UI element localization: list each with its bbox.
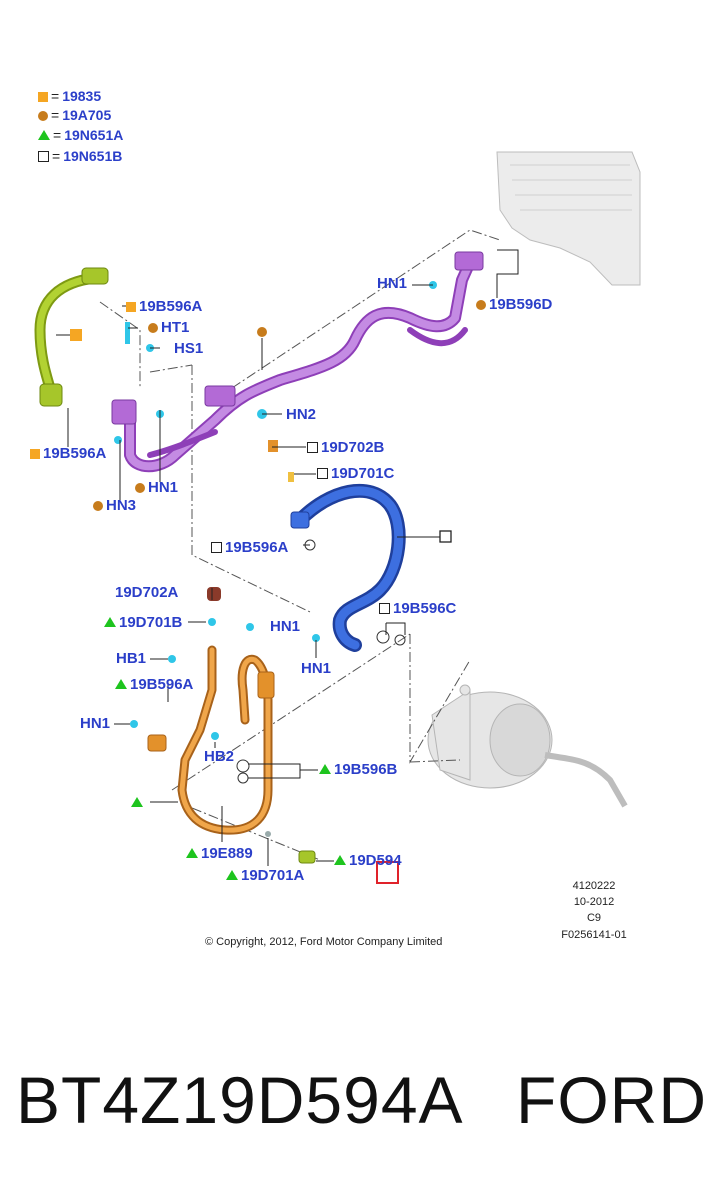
filled-circle-icon bbox=[476, 300, 486, 310]
drawing-code: C9 bbox=[586, 912, 602, 924]
leader-lines bbox=[99, 229, 501, 861]
filled-circle-icon bbox=[135, 483, 145, 493]
label-HN1-mid: HN1 bbox=[270, 618, 301, 635]
label-19D702A: 19D702A bbox=[115, 584, 179, 601]
label-19B596A-low: 19B596A bbox=[115, 676, 193, 694]
label-19D701C: 19D701C bbox=[317, 465, 394, 483]
evaporator-housing bbox=[496, 151, 641, 286]
label-19B596A-left: 19B596A bbox=[30, 445, 106, 463]
orange-hoses bbox=[147, 587, 275, 835]
label-HS1: HS1 bbox=[174, 340, 204, 357]
filled-triangle-icon bbox=[38, 130, 50, 140]
label-HB2: HB2 bbox=[204, 748, 235, 765]
figure-number: F0256141-01 bbox=[561, 929, 627, 941]
label-HN1-low: HN1 bbox=[80, 715, 111, 732]
label-HN2: HN2 bbox=[286, 406, 317, 423]
parts-diagram: =19835 =19A705 =19N651A =19N651B 19B596A… bbox=[30, 87, 641, 948]
open-square-icon bbox=[307, 442, 318, 453]
label-19D701A: 19D701A bbox=[226, 867, 304, 885]
brand-name: FORD bbox=[516, 1063, 707, 1137]
legend-row-19A705: =19A705 bbox=[38, 106, 111, 124]
open-square-icon bbox=[38, 151, 49, 162]
label-19E889: 19E889 bbox=[186, 845, 253, 863]
drawing-date: 10-2012 bbox=[573, 896, 615, 908]
label-19B596A-top: 19B596A bbox=[126, 298, 202, 316]
green-hose bbox=[34, 267, 109, 407]
filled-square-icon bbox=[30, 449, 40, 459]
label-HB1: HB1 bbox=[116, 650, 147, 667]
filled-triangle-icon bbox=[115, 679, 127, 689]
legend-row-19N651B: =19N651B bbox=[38, 147, 122, 165]
copyright-notice: © Copyright, 2012, Ford Motor Company Li… bbox=[205, 936, 443, 948]
highlight-box bbox=[376, 861, 399, 884]
filled-square-icon bbox=[126, 302, 136, 312]
label-HT1: HT1 bbox=[148, 319, 189, 337]
drawing-ref: 4120222 bbox=[572, 880, 616, 892]
filled-square-icon bbox=[38, 92, 48, 102]
callout-lines bbox=[56, 249, 519, 866]
legend-row-19835: =19835 bbox=[38, 87, 101, 105]
label-19D594: 19D594 bbox=[334, 852, 402, 870]
open-square-icon bbox=[317, 468, 328, 479]
label-HN1-a: HN1 bbox=[135, 479, 178, 497]
filled-circle-icon bbox=[38, 111, 48, 121]
filled-triangle-icon bbox=[186, 848, 198, 858]
filled-triangle-icon bbox=[334, 855, 346, 865]
part-number: BT4Z19D594A bbox=[16, 1063, 464, 1137]
label-19B596D: 19B596D bbox=[476, 296, 552, 314]
markers bbox=[70, 327, 452, 807]
label-HN1-blue: HN1 bbox=[301, 660, 332, 677]
label-19B596A-mid: 19B596A bbox=[211, 539, 288, 557]
label-HN1-top: HN1 bbox=[377, 275, 408, 292]
filled-triangle-icon bbox=[226, 870, 238, 880]
open-square-icon bbox=[379, 603, 390, 614]
open-square-icon bbox=[211, 542, 222, 553]
compressor bbox=[427, 684, 628, 808]
filled-triangle-icon bbox=[104, 617, 116, 627]
filled-circle-icon bbox=[148, 323, 158, 333]
hose-illustration bbox=[34, 151, 641, 884]
filled-circle-icon bbox=[93, 501, 103, 511]
label-19B596B: 19B596B bbox=[319, 761, 397, 779]
label-HN3: HN3 bbox=[93, 497, 136, 515]
purple-hose bbox=[111, 251, 484, 473]
label-19B596C: 19B596C bbox=[379, 600, 456, 618]
label-19D701B: 19D701B bbox=[104, 614, 182, 632]
label-19D702B: 19D702B bbox=[307, 439, 384, 457]
filled-triangle-icon bbox=[319, 764, 331, 774]
legend-row-19N651A: =19N651A bbox=[38, 126, 123, 144]
blue-hose bbox=[290, 483, 406, 652]
